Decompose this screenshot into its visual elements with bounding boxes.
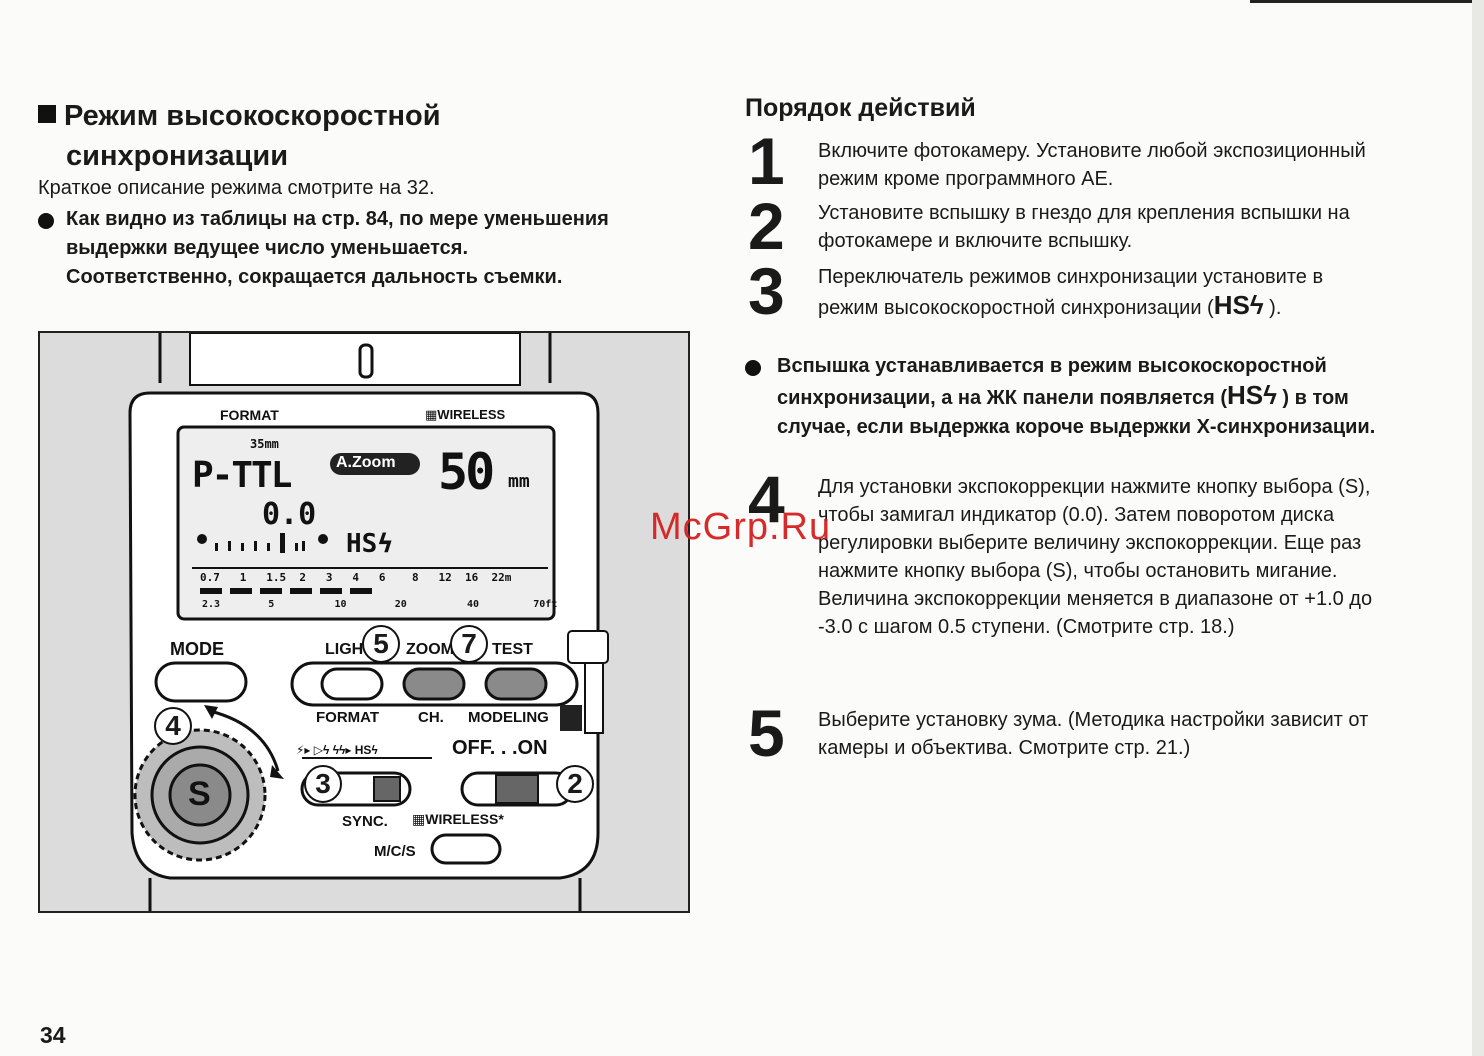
step-number-4: 4 <box>748 462 785 536</box>
step-text-5: Выберите установку зума. (Методика настр… <box>818 709 1369 759</box>
flash-panel-illustration: FORMAT ▦WIRELESS 35mm P-TTL A.Zoom 50 mm… <box>38 331 690 913</box>
format-top-label: FORMAT <box>220 407 279 423</box>
procedure-title: Порядок действий <box>745 94 976 122</box>
lcd-zoom-value: 50 <box>438 443 495 501</box>
wireless-bottom-label: ▦WIRELESS* <box>412 811 504 827</box>
test-label: TEST <box>492 641 533 658</box>
intro-text: Краткое описание режима смотрите на 32. <box>38 177 435 199</box>
step-number-3: 3 <box>748 254 785 328</box>
mcs-label: M/C/S <box>374 843 416 860</box>
wireless-top-label: ▦WIRELESS <box>425 407 506 422</box>
lcd-azoom: A.Zoom <box>336 454 396 471</box>
lcd-hs: HSϟ <box>346 529 393 559</box>
heading-line-2: синхронизации <box>66 140 289 172</box>
modeling-label: MODELING <box>468 709 549 726</box>
sync-mode-icons: ⚡▸ ▷ϟ ϟϟ▸ HSϟ <box>296 743 378 757</box>
callout-4: 4 <box>154 707 192 745</box>
callout-3: 3 <box>304 765 342 803</box>
select-button-label: S <box>188 775 211 813</box>
format-label: FORMAT <box>316 709 380 726</box>
bullet-dot-icon <box>38 213 54 229</box>
zoom-label: ZOOM <box>406 641 454 658</box>
callout-2: 2 <box>556 765 594 803</box>
lcd-scale-bottom: 2.3 5 10 20 40 70ft <box>202 599 558 610</box>
light-label: LIGHT <box>325 641 373 658</box>
bullet-note-text: Как видно из таблицы на стр. 84, по мере… <box>66 208 609 288</box>
note-bullet-icon <box>745 360 761 376</box>
page-number: 34 <box>40 1022 66 1048</box>
lcd-focal-small: 35mm <box>250 437 279 451</box>
ch-label: CH. <box>418 709 444 726</box>
page-edge <box>1472 0 1484 1056</box>
top-rule <box>1250 0 1484 3</box>
step-text-2: Установите вспышку в гнездо для креплени… <box>818 202 1350 252</box>
step-number-2: 2 <box>748 189 785 263</box>
step-text-1: Включите фотокамеру. Установите любой эк… <box>818 140 1366 190</box>
heading-line-1: Режим высокоскоростной <box>64 100 441 132</box>
off-on-label: OFF. . .ON <box>452 737 548 759</box>
step-number-5: 5 <box>748 696 785 770</box>
step-number-1: 1 <box>748 124 785 198</box>
step-text-4: Для установки экспокоррекции нажмите кно… <box>818 476 1373 638</box>
lcd-zoom-unit: mm <box>508 471 530 492</box>
step-text-3: Переключатель режимов синхронизации уста… <box>818 266 1324 320</box>
lcd-comp-value: 0.0 <box>262 497 317 532</box>
mode-label: MODE <box>170 639 224 659</box>
square-bullet-icon <box>38 105 56 123</box>
lcd-scale-top: 0.7 1 1.5 2 3 4 6 8 12 16 22m <box>200 571 512 584</box>
callout-5: 5 <box>362 625 400 663</box>
bullet-note: Как видно из таблицы на стр. 84, по мере… <box>38 205 638 292</box>
note-hs-display: Вспышка устанавливается в режим высокоск… <box>745 352 1405 442</box>
section-heading: Режим высокоскоростной синхронизации <box>38 96 638 176</box>
sync-label: SYNC. <box>342 813 388 830</box>
callout-7: 7 <box>450 625 488 663</box>
watermark: McGrp.Ru <box>650 506 832 548</box>
note-text: Вспышка устанавливается в режим высокоск… <box>777 355 1376 438</box>
lcd-mode: P-TTL <box>192 455 292 496</box>
